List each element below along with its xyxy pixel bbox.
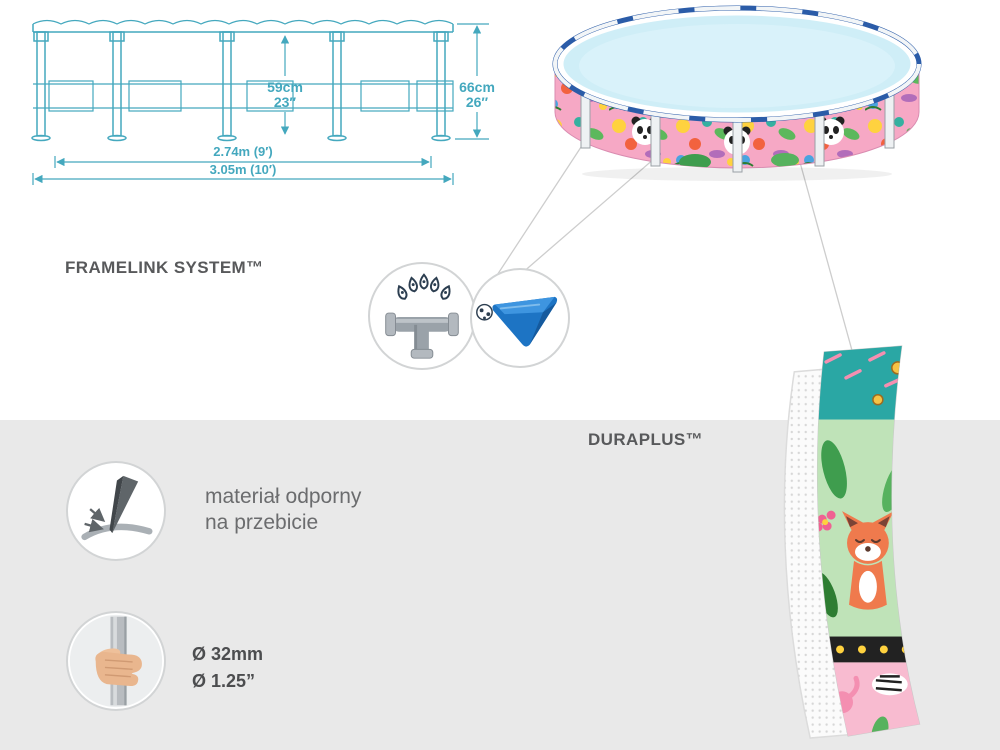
dim-inner-height: 59cm 23″ (267, 35, 303, 135)
pipe-diameter-text: Ø 32mm Ø 1.25” (192, 641, 263, 695)
frame-legs (31, 31, 451, 142)
svg-text:66cm: 66cm (459, 79, 495, 95)
svg-text:59cm: 59cm (267, 79, 303, 95)
svg-text:26″: 26″ (466, 94, 489, 110)
dim-outer-diameter: 3.05m (10′) (32, 162, 454, 185)
svg-text:3.05m (10′): 3.05m (10′) (210, 162, 277, 177)
framelink-system-title: FRAMELINK SYSTEM™ (65, 258, 264, 277)
framelink-seat-detail (470, 268, 570, 368)
pool-shadow (582, 167, 892, 181)
puncture-resistant-badge (66, 461, 166, 561)
frame-blueprint: 59cm 23″ 66cm 26″ 2.74m (9′) 3.05m (10′) (31, 19, 495, 185)
svg-text:2.74m (9′): 2.74m (9′) (213, 144, 272, 159)
water-highlight (579, 24, 895, 108)
pool-photo (552, 5, 922, 181)
top-rail (32, 24, 454, 33)
dim-outer-height: 66cm 26″ (455, 23, 495, 140)
rail-top-edge (32, 19, 454, 25)
framelink-connector-detail (368, 262, 476, 370)
svg-text:23″: 23″ (274, 94, 297, 110)
pipe-diameter-metric: Ø 32mm (192, 644, 264, 664)
wall-cross-section (783, 345, 921, 739)
top-rail-white-segments (553, 6, 921, 122)
puncture-text-line1: materiał odporny (205, 485, 362, 508)
puncture-text-line2: na przebicie (205, 511, 319, 535)
duraplus-title: DURAPLUS™ (588, 430, 704, 449)
pipe-diameter-badge (66, 611, 166, 711)
puncture-resistant-icon (81, 475, 153, 541)
fox-print (842, 511, 894, 610)
puncture-resistant-text: materiał odporny na przebicie (205, 484, 361, 537)
pipe-grip-icon (69, 614, 163, 708)
pipe-diameter-imperial: Ø 1.25” (192, 671, 256, 691)
pool-seat-icon (476, 296, 558, 347)
dim-inner-diameter: 2.74m (9′) (54, 144, 432, 168)
t-connector-icon (385, 273, 459, 359)
support-band (33, 80, 454, 112)
